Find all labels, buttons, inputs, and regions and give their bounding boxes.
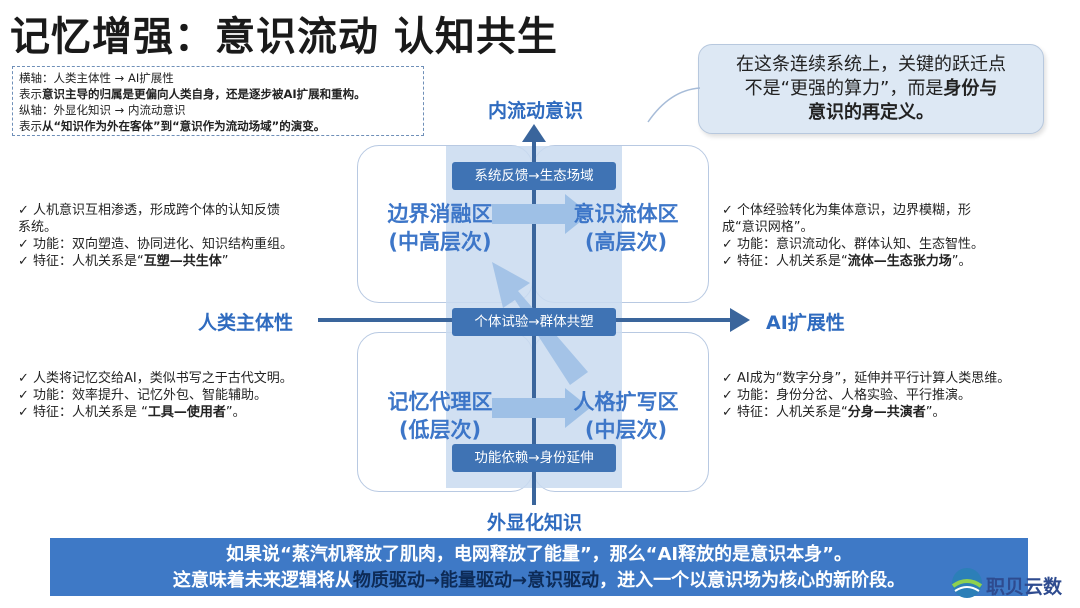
bullet-line: 成“意识网格”。	[722, 220, 814, 235]
callout-text: 不是“更强的算力”，而是	[744, 78, 944, 99]
banner-line: 这意味着未来逻辑将从物质驱动→能量驱动→意识驱动，进入一个以意识场为核心的新阶段…	[50, 568, 1028, 594]
bullet-text: ✓ 特征：人机关系是“	[722, 405, 848, 420]
bullet-text: ✓ 特征：人机关系是“	[18, 254, 144, 269]
legend-line-horizontal: 横轴：人类主体性 → AI扩展性	[19, 71, 174, 85]
bullet-text: ”。	[925, 405, 946, 420]
bullet-bold-text: 互塑—共生体	[143, 254, 222, 269]
bullet-line: ✓ 人类将记忆交给AI，类似书写之于古代文明。	[18, 371, 293, 386]
legend-text: 表示	[19, 87, 42, 101]
bullet-line: ✓ 功能：效率提升、记忆外包、智能辅助。	[18, 388, 268, 403]
axis-label-bottom: 外显化知识	[487, 512, 583, 534]
zone-top-left: 边界消融区 (中高层次)	[370, 200, 510, 256]
banner-line: 如果说“蒸汽机释放了肌肉，电网释放了能量”，那么“AI释放的是意识本身”。	[226, 544, 852, 565]
zone-name: 人格扩写区	[573, 390, 679, 414]
legend-line-vertical-desc: 表示从“知识作为外在客体”到“意识作为流动场域”的演变。	[19, 118, 417, 134]
bullet-text: ”。	[225, 405, 246, 420]
top-flow-arrow	[492, 194, 590, 234]
banner-text: 这意味着未来逻辑将从	[172, 570, 353, 591]
legend-line-vertical: 纵轴：外显化知识 → 内流动意识	[19, 103, 186, 117]
zone-top-right: 意识流体区 (高层次)	[556, 200, 696, 256]
banner-highlight-text: 物质驱动→能量驱动→意识驱动	[352, 570, 600, 591]
callout-line: 在这条连续系统上，关键的跃迁点	[736, 54, 1006, 75]
bullets-top-left: ✓ 人机意识互相渗透，形成跨个体的认知反馈 系统。 ✓ 功能：双向塑造、协同进化…	[18, 202, 293, 270]
bullet-feature: ✓ 特征：人机关系是“互塑—共生体”	[18, 253, 293, 270]
pill-middle: 个体试验→群体共塑	[452, 308, 616, 336]
zone-level: (低层次)	[398, 418, 482, 442]
brand-logo-text: 职贝云数	[986, 576, 1063, 598]
bullet-bold-text: 流体—生态张力场	[847, 254, 952, 269]
vertical-axis-arrowhead	[522, 124, 546, 142]
axis-label-top: 内流动意识	[488, 100, 584, 122]
bullet-line: ✓ 个体经验转化为集体意识，边界模糊，形	[722, 203, 972, 218]
legend-bold-text: 从“知识作为外在客体”到“意识作为流动场域”的演变。	[42, 119, 326, 133]
callout-pointer-curve	[647, 87, 701, 123]
axis-label-left: 人类主体性	[198, 312, 294, 334]
bullet-bold-text: 工具—使用者	[147, 405, 226, 420]
horizontal-axis-arrowhead	[730, 308, 750, 332]
zone-name: 记忆代理区	[387, 390, 493, 414]
page-title: 记忆增强：意识流动 认知共生	[10, 14, 558, 60]
bullet-text: ”	[221, 254, 229, 269]
pill-top: 系统反馈→生态场域	[452, 162, 616, 190]
bullet-line: ✓ 功能：意识流动化、群体认知、生态智性。	[722, 237, 985, 252]
bullet-bold-text: 分身—共演者	[847, 405, 926, 420]
zone-name: 意识流体区	[573, 202, 679, 226]
bullets-bottom-right: ✓ AI成为“数字分身”，延伸并平行计算人类思维。 ✓ 功能：身份分岔、人格实验…	[722, 370, 1010, 421]
bullets-top-right: ✓ 个体经验转化为集体意识，边界模糊，形 成“意识网格”。 ✓ 功能：意识流动化…	[722, 202, 984, 270]
legend-line-horizontal-desc: 表示意识主导的归属是更偏向人类自身，还是逐步被AI扩展和重构。	[19, 86, 417, 102]
zone-level: (中层次)	[584, 418, 668, 442]
bullet-line: ✓ 功能：身份分岔、人格实验、平行推演。	[722, 388, 972, 403]
bullet-feature: ✓ 特征：人机关系是“流体—生态张力场”。	[722, 253, 984, 270]
axis-label-right: AI扩展性	[766, 312, 845, 334]
conclusion-banner: 如果说“蒸汽机释放了肌肉，电网释放了能量”，那么“AI释放的是意识本身”。 这意…	[50, 538, 1028, 596]
zone-level: (中高层次)	[388, 230, 492, 254]
callout-bold-text: 身份与	[943, 78, 998, 99]
bullet-line: 系统。	[18, 220, 58, 235]
axis-legend-box: 横轴：人类主体性 → AI扩展性 表示意识主导的归属是更偏向人类自身，还是逐步被…	[12, 66, 424, 136]
callout-line: 不是“更强的算力”，而是身份与	[709, 77, 1033, 101]
bullet-text: ✓ 特征：人机关系是“	[722, 254, 848, 269]
bottom-flow-arrow	[492, 388, 590, 428]
bullets-bottom-left: ✓ 人类将记忆交给AI，类似书写之于古代文明。 ✓ 功能：效率提升、记忆外包、智…	[18, 370, 293, 421]
zone-level: (高层次)	[584, 230, 668, 254]
zone-bottom-left: 记忆代理区 (低层次)	[370, 388, 510, 444]
brand-globe-icon	[951, 568, 983, 598]
legend-text: 表示	[19, 119, 42, 133]
callout-bubble: 在这条连续系统上，关键的跃迁点 不是“更强的算力”，而是身份与 意识的再定义。	[698, 44, 1044, 134]
bullet-line: ✓ AI成为“数字分身”，延伸并平行计算人类思维。	[722, 371, 1011, 386]
bullet-feature: ✓ 特征：人机关系是“分身—共演者”。	[722, 404, 1010, 421]
pill-bottom: 功能依赖→身份延伸	[452, 444, 616, 472]
legend-bold-text: 意识主导的归属是更偏向人类自身，还是逐步被AI扩展和重构。	[42, 87, 366, 101]
bullet-line: ✓ 人机意识互相渗透，形成跨个体的认知反馈	[18, 203, 281, 218]
bullet-text: ”。	[951, 254, 972, 269]
bullet-line: ✓ 功能：双向塑造、协同进化、知识结构重组。	[18, 237, 294, 252]
callout-line: 意识的再定义。	[808, 102, 934, 123]
zone-name: 边界消融区	[387, 202, 493, 226]
bullet-feature: ✓ 特征：人机关系是 “工具—使用者”。	[18, 404, 293, 421]
bullet-text: ✓ 特征：人机关系是 “	[18, 405, 148, 420]
banner-text: ，进入一个以意识场为核心的新阶段。	[599, 570, 906, 591]
zone-bottom-right: 人格扩写区 (中层次)	[556, 388, 696, 444]
